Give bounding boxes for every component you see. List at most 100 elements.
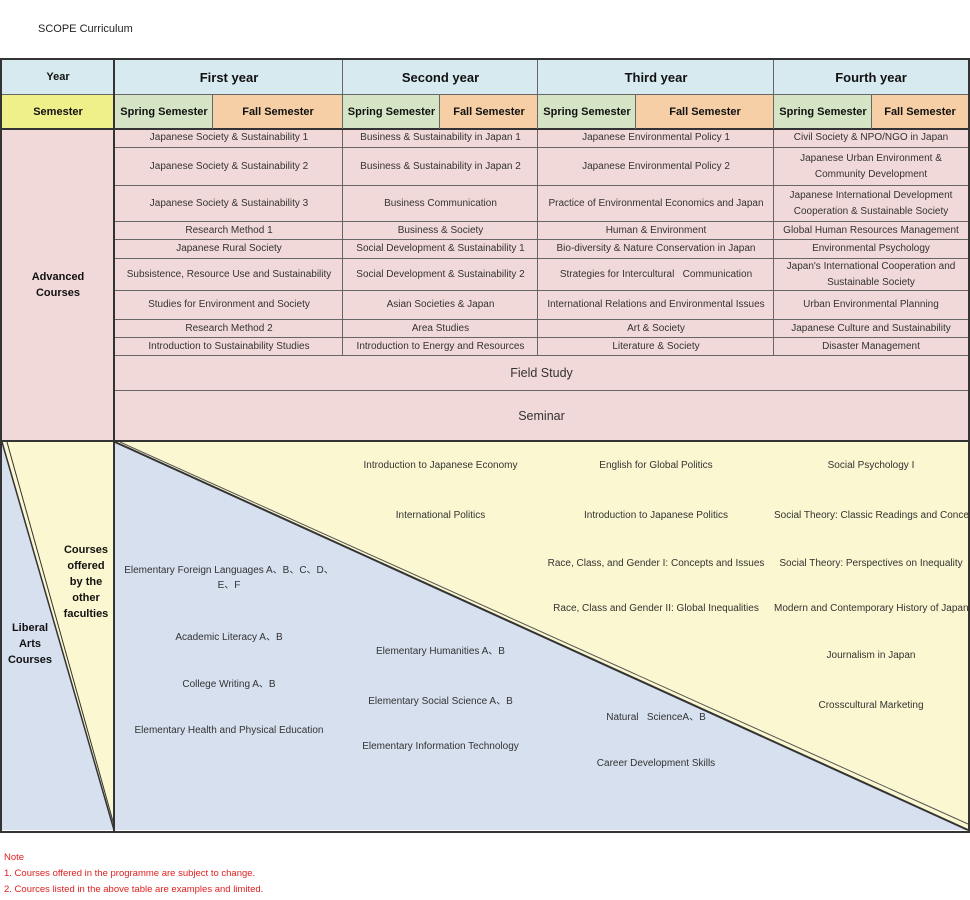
grid-line [115, 319, 968, 320]
note-heading: Note [4, 852, 25, 863]
note-item-1: 1. Courses offered in the programme are … [4, 868, 256, 879]
la-y1-item-3: College Writing A、B [182, 679, 276, 690]
adv-y2-r3: Business Communication [343, 186, 538, 221]
adv-y4-r8: Japanese Culture and Sustainability [774, 320, 968, 337]
other-faculties-label: Courses offered by the other faculties [63, 544, 109, 620]
grid-line [773, 60, 774, 129]
grid-line [115, 258, 968, 259]
adv-y3-r3: Practice of Environmental Economics and … [538, 186, 774, 221]
adv-y3-r4: Human & Environment [538, 222, 774, 239]
adv-y1-r5: Japanese Rural Society [115, 240, 343, 258]
grid-line [439, 95, 440, 129]
la-y2-item-2: Elementary Social Science A、B [368, 696, 513, 707]
grid-line [871, 95, 872, 129]
adv-y1-r8: Research Method 2 [115, 320, 343, 337]
la-y3-other-3: Race, Class, and Gender I: Concepts and … [547, 558, 765, 569]
grid-line [2, 128, 968, 130]
year-1-spring: Spring Semester [115, 95, 213, 129]
adv-y4-r2: Japanese Urban Environment & Community D… [774, 148, 968, 185]
la-y1-item-2: Academic Literacy A、B [175, 632, 283, 643]
adv-y3-r9: Literature & Society [538, 338, 774, 355]
adv-y3-r7: International Relations and Environmenta… [538, 291, 774, 319]
adv-y1-r2: Japanese Society & Sustainability 2 [115, 148, 343, 185]
year-4-spring: Spring Semester [774, 95, 872, 129]
year-3-fall: Fall Semester [636, 95, 774, 129]
grid-line [635, 95, 636, 129]
field-study: Field Study [115, 356, 968, 390]
la-y4-other-6: Crosscultural Marketing [818, 700, 924, 711]
adv-y2-r2: Business & Sustainability in Japan 2 [343, 148, 538, 185]
year-1-header: First year [115, 60, 343, 94]
grid-line [2, 94, 968, 95]
la-y3-other-4: Race, Class and Gender II: Global Inequa… [553, 603, 759, 614]
year-4-fall: Fall Semester [872, 95, 968, 129]
la-y1-item-1: Elementary Foreign Languages A、B、C、D、E、F [124, 565, 334, 591]
la-y4-other-1: Social Psychology I [827, 460, 915, 471]
adv-y1-r4: Research Method 1 [115, 222, 343, 239]
column-divider [113, 60, 115, 831]
adv-y2-r6: Social Development & Sustainability 2 [343, 259, 538, 290]
grid-line [342, 60, 343, 129]
la-y1-item-4: Elementary Health and Physical Education [134, 725, 324, 736]
adv-y4-r3: Japanese International Development Coope… [774, 186, 968, 221]
year-3-spring: Spring Semester [538, 95, 636, 129]
year-1-fall: Fall Semester [213, 95, 343, 129]
grid-line [115, 239, 968, 240]
grid-line [115, 147, 968, 148]
adv-y1-r7: Studies for Environment and Society [115, 291, 343, 319]
la-y3-other-1: English for Global Politics [599, 460, 713, 471]
page-title: SCOPE Curriculum [38, 23, 133, 35]
adv-y2-r8: Area Studies [343, 320, 538, 337]
adv-y1-r9: Introduction to Sustainability Studies [115, 338, 343, 355]
la-y4-other-5: Journalism in Japan [826, 650, 916, 661]
grid-line [115, 221, 968, 222]
year-2-header: Second year [343, 60, 538, 94]
grid-line [342, 129, 343, 356]
seminar: Seminar [115, 391, 968, 440]
grid-line [115, 290, 968, 291]
la-y2-other-1: Introduction to Japanese Economy [363, 460, 518, 471]
year-2-spring: Spring Semester [343, 95, 440, 129]
grid-line [115, 355, 968, 356]
note-item-2: 2. Cources listed in the above table are… [4, 884, 264, 895]
adv-y2-r1: Business & Sustainability in Japan 1 [343, 129, 538, 147]
la-y2-other-2: International Politics [395, 510, 486, 521]
adv-y2-r7: Asian Societies & Japan [343, 291, 538, 319]
adv-y2-r4: Business & Society [343, 222, 538, 239]
adv-y4-r1: Civil Society & NPO/NGO in Japan [774, 129, 968, 147]
liberal-arts-label: Liberal Arts Courses [7, 622, 53, 666]
adv-y2-r9: Introduction to Energy and Resources [343, 338, 538, 355]
la-y3-item-2: Career Development Skills [596, 758, 716, 769]
section-divider [2, 440, 968, 442]
la-y4-other-4: Modern and Contemporary History of Japan [774, 603, 968, 614]
grid-line [115, 390, 968, 391]
adv-y1-r6: Subsistence, Resource Use and Sustainabi… [115, 259, 343, 290]
grid-line [537, 129, 538, 356]
adv-y4-r5: Environmental Psychology [774, 240, 968, 258]
la-y4-other-2: Social Theory: Classic Readings and Conc… [774, 510, 968, 521]
year-label: Year [2, 60, 114, 94]
adv-y4-r9: Disaster Management [774, 338, 968, 355]
adv-y3-r5: Bio-diversity & Nature Conservation in J… [538, 240, 774, 258]
adv-y3-r8: Art & Society [538, 320, 774, 337]
grid-line [115, 337, 968, 338]
grid-line [212, 95, 213, 129]
adv-y3-r2: Japanese Environmental Policy 2 [538, 148, 774, 185]
grid-line [115, 185, 968, 186]
grid-line [537, 60, 538, 129]
adv-y1-r3: Japanese Society & Sustainability 3 [115, 186, 343, 221]
curriculum-table [0, 58, 970, 833]
adv-y3-r1: Japanese Environmental Policy 1 [538, 129, 774, 147]
la-y3-item-1: Natural ScienceA、B [606, 712, 706, 723]
la-y2-item-1: Elementary Humanities A、B [376, 646, 505, 657]
adv-y4-r4: Global Human Resources Management [774, 222, 968, 239]
advanced-courses-label: Advanced Courses [2, 129, 114, 441]
la-y4-other-3: Social Theory: Perspectives on Inequalit… [779, 558, 963, 569]
year-4-header: Fourth year [774, 60, 968, 94]
adv-y1-r1: Japanese Society & Sustainability 1 [115, 129, 343, 147]
adv-y4-r6: Japan's International Cooperation and Su… [774, 259, 968, 290]
semester-label: Semester [2, 95, 114, 129]
adv-y4-r7: Urban Environmental Planning [774, 291, 968, 319]
year-3-header: Third year [538, 60, 774, 94]
